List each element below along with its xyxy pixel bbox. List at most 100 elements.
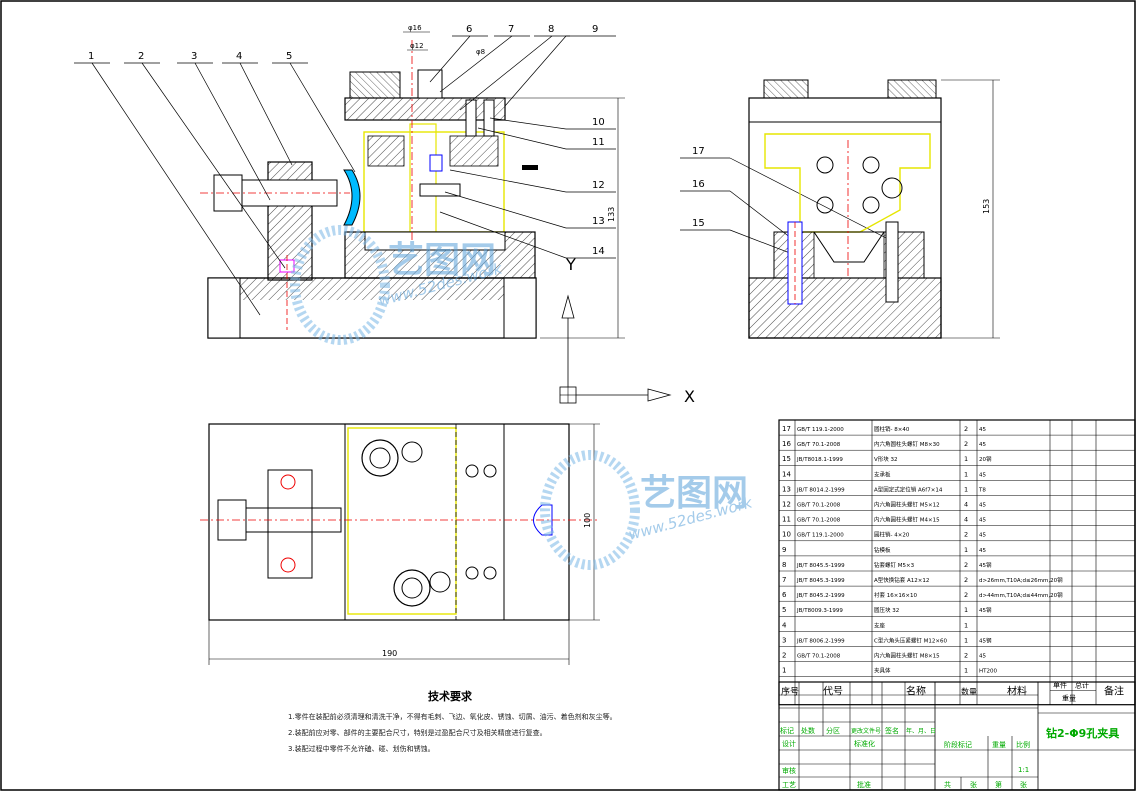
bom-cell-material: 45 bbox=[979, 548, 986, 554]
bom-cell-seq: 13 bbox=[782, 485, 791, 493]
leader-line-2 bbox=[141, 62, 286, 269]
bom-cell-qty: 1 bbox=[964, 636, 968, 644]
tech-req-item-2: 2.装配前应对零、部件的主要配合尺寸，特别是过盈配合尺寸及相关精度进行复查。 bbox=[288, 729, 547, 737]
bom-header: 重量 bbox=[1062, 695, 1076, 703]
callout-8: 8 bbox=[548, 24, 554, 35]
bom-cell-seq: 6 bbox=[782, 591, 787, 599]
bom-cell-name: 夹具体 bbox=[874, 667, 891, 675]
tb-scale: 1:1 bbox=[1018, 766, 1029, 774]
bom-cell-name: 衬套 16×16×10 bbox=[874, 591, 917, 599]
bom-cell-qty: 2 bbox=[964, 425, 968, 433]
bom-cell-qty: 1 bbox=[964, 455, 968, 463]
bom-cell-name: 内六角圆柱头螺钉 M8×30 bbox=[874, 440, 940, 448]
dim-d16: φ16 bbox=[408, 24, 422, 32]
bom-cell-seq: 17 bbox=[782, 425, 791, 433]
front-view: 133 φ16 φ12 φ8 bbox=[200, 24, 625, 339]
callout-10: 10 bbox=[592, 117, 605, 128]
bom-cell-seq: 7 bbox=[782, 576, 786, 584]
callout-2: 2 bbox=[138, 51, 144, 62]
leader-line-9 bbox=[504, 35, 567, 107]
bom-cell-name: 支承板 bbox=[874, 470, 891, 478]
bom-cell-material: T8 bbox=[978, 487, 986, 493]
tb-label-change: 更改文件号 bbox=[851, 727, 881, 735]
dim-top-height: 100 bbox=[583, 513, 592, 528]
bom-cell-name: 内六角圆柱头螺钉 M8×15 bbox=[874, 652, 940, 660]
axis-x-label: X bbox=[684, 387, 695, 406]
bom-header: 单件 bbox=[1053, 681, 1067, 690]
leader-line-10 bbox=[489, 117, 567, 130]
bom-cell-material: 45 bbox=[979, 472, 986, 478]
callout-13: 13 bbox=[592, 216, 605, 227]
bom-cell-seq: 9 bbox=[782, 546, 786, 554]
callout-7: 7 bbox=[508, 24, 514, 35]
bom-cell-qty: 1 bbox=[964, 546, 968, 554]
leader-line-11 bbox=[477, 127, 567, 150]
callout-4: 4 bbox=[236, 51, 242, 62]
tb-label-count: 处数 bbox=[801, 726, 815, 735]
side-view: 153 bbox=[748, 79, 1000, 339]
callout-16: 16 bbox=[692, 179, 705, 190]
callout-6: 6 bbox=[466, 24, 472, 35]
bom-cell-material: 45 bbox=[979, 503, 986, 509]
bom-cell-name: 内六角圆柱头螺钉 M4×15 bbox=[874, 516, 940, 524]
bom-cell-seq: 3 bbox=[782, 636, 786, 644]
callout-9: 9 bbox=[592, 24, 598, 35]
bom-cell-seq: 16 bbox=[782, 440, 791, 448]
bom-cell-material: 45 bbox=[979, 518, 986, 524]
tech-req-title: 技术要求 bbox=[428, 690, 472, 703]
tb-label-mark: 标记 bbox=[780, 726, 794, 735]
bom-cell-name: 钻模板 bbox=[874, 546, 891, 554]
title-block: 标记 处数 分区 更改文件号 签名 年、月、日 设计 标准化 审核 工艺 批准 … bbox=[778, 681, 1136, 791]
callout-11: 11 bbox=[592, 137, 605, 148]
bom-cell-qty: 2 bbox=[964, 591, 968, 599]
drawing-title: 钻2-Φ9孔夹具 bbox=[1046, 726, 1119, 740]
bom-cell-material: 20钢 bbox=[979, 455, 992, 463]
dim-side-height: 153 bbox=[982, 199, 991, 214]
coordinate-axes: X Y bbox=[559, 255, 695, 406]
knurled-knob bbox=[349, 71, 401, 99]
bom-cell-material: 45 bbox=[979, 654, 986, 660]
tech-req-item-3: 3.装配过程中零件不允许磕、碰、划伤和锈蚀。 bbox=[288, 745, 435, 753]
bom-cell-qty: 1 bbox=[964, 621, 968, 629]
callout-5: 5 bbox=[286, 51, 292, 62]
bom-cell-material: 45 bbox=[979, 533, 986, 539]
callout-1: 1 bbox=[88, 51, 94, 62]
bom-cell-seq: 2 bbox=[782, 652, 786, 660]
bom-cell-seq: 14 bbox=[782, 470, 791, 478]
callout-15: 15 bbox=[692, 218, 705, 229]
bom-cell-seq: 4 bbox=[782, 621, 787, 629]
bom-header: 材料 bbox=[1007, 685, 1027, 698]
tb-stage-mark: 阶段标记 bbox=[944, 740, 972, 749]
bom-cell-code: JB/T 8045.2-1999 bbox=[796, 593, 845, 599]
bom-cell-qty: 2 bbox=[964, 440, 968, 448]
bom-cell-code: JB/T 8045.5-1999 bbox=[796, 563, 845, 569]
bom-cell-seq: 5 bbox=[782, 606, 786, 614]
bom-cell-code: JB/T 8006.2-1999 bbox=[796, 638, 845, 644]
bom-cell-qty: 1 bbox=[964, 470, 968, 478]
bom-cell-code: GB/T 70.1-2008 bbox=[797, 654, 841, 660]
bom-cell-name: 内六角圆柱头螺钉 M5×12 bbox=[874, 501, 940, 509]
bom-cell-qty: 1 bbox=[964, 667, 968, 675]
bom-header: 代号 bbox=[823, 686, 843, 698]
tb-sheet-unit: 张 bbox=[970, 780, 977, 789]
bom-cell-qty: 1 bbox=[964, 485, 968, 493]
top-view: 190 100 bbox=[200, 423, 600, 665]
dim-d8: φ8 bbox=[476, 48, 485, 56]
bom-cell-code: JB/T 8014.2-1999 bbox=[796, 487, 845, 493]
bom-header: 总计 bbox=[1075, 681, 1089, 690]
leader-line-14 bbox=[439, 211, 567, 259]
leader-line-6 bbox=[429, 35, 471, 83]
dim-top-width: 190 bbox=[382, 649, 397, 658]
bom-cell-name: 圆柱销- 4×20 bbox=[874, 531, 910, 539]
knob-right bbox=[887, 79, 937, 99]
leader-line-13 bbox=[444, 191, 567, 229]
tb-label-sign: 签名 bbox=[885, 726, 899, 735]
bom-cell-qty: 2 bbox=[964, 576, 968, 584]
bom-cell-code: JB/T 8045.3-1999 bbox=[796, 578, 845, 584]
bom-cell-name: C型六角头压紧螺钉 M12×60 bbox=[874, 636, 947, 644]
tb-process: 工艺 bbox=[782, 781, 796, 789]
bom-header: 名称 bbox=[906, 685, 926, 698]
